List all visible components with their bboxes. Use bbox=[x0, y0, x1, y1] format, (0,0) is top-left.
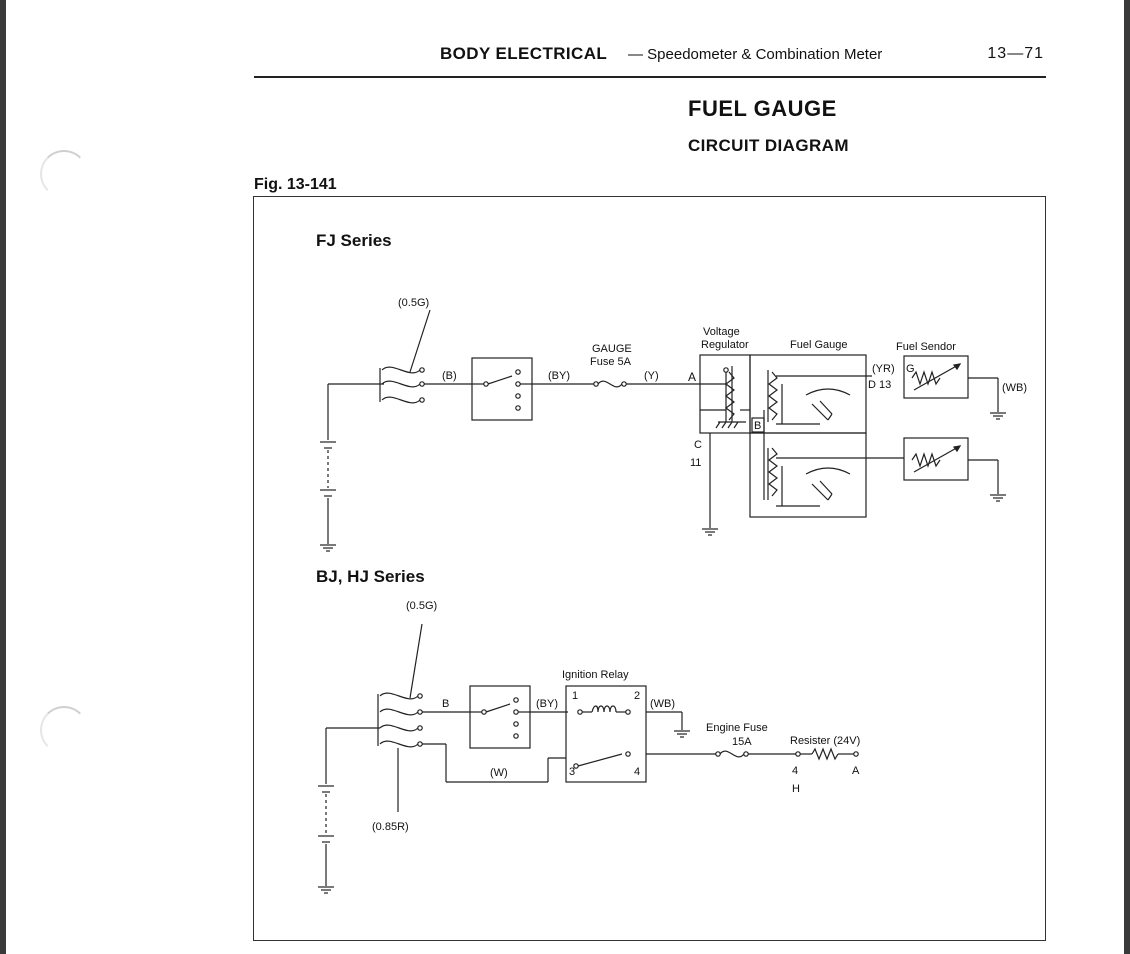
fj-label-voltage: Voltage bbox=[703, 326, 740, 338]
fj-label-05g: (0.5G) bbox=[398, 297, 429, 309]
bj-label-b: B bbox=[442, 698, 449, 710]
bj-relay-4: 4 bbox=[634, 766, 640, 778]
fj-term-11: 11 bbox=[690, 457, 701, 469]
fj-voltage-regulator bbox=[699, 354, 751, 434]
fj-label-yr: (YR) bbox=[872, 363, 895, 375]
fj-label-y: (Y) bbox=[644, 370, 659, 382]
binder-hole bbox=[40, 150, 88, 198]
bj-relay-2: 2 bbox=[634, 690, 640, 702]
bj-ground-battery bbox=[318, 886, 334, 894]
bj-term-4: 4 bbox=[792, 765, 798, 777]
fj-label-fuse5a: Fuse 5A bbox=[590, 356, 632, 368]
fj-ground-battery bbox=[320, 544, 336, 552]
fj-label-fuel-sendor: Fuel Sendor bbox=[896, 341, 956, 353]
bj-label-ignition-relay: Ignition Relay bbox=[562, 669, 629, 681]
page-title: FUEL GAUGE bbox=[688, 96, 837, 121]
fj-label-gauge: GAUGE bbox=[592, 343, 632, 355]
diagram-frame bbox=[253, 196, 1046, 941]
bj-battery bbox=[318, 728, 334, 886]
fj-ground-sendor-1 bbox=[990, 412, 1006, 420]
bj-label-engine-fuse: Engine Fuse bbox=[706, 722, 768, 734]
fj-label-fuel-gauge: Fuel Gauge bbox=[790, 339, 847, 351]
page-header: BODY ELECTRICAL — Speedometer & Combinat… bbox=[254, 42, 1046, 78]
bj-label-resister: Resister (24V) bbox=[790, 735, 860, 747]
bj-label-05g: (0.5G) bbox=[406, 600, 437, 612]
page-number: 13—71 bbox=[987, 45, 1044, 62]
bj-relay-1: 1 bbox=[572, 690, 578, 702]
fj-ground-sendor-2 bbox=[990, 494, 1006, 502]
fj-term-g: G bbox=[906, 363, 915, 375]
bj-ignition-relay bbox=[565, 685, 647, 783]
bj-ground-relay bbox=[674, 730, 690, 738]
bj-label-085r: (0.85R) bbox=[372, 821, 409, 833]
fj-term-a: A bbox=[688, 370, 696, 384]
bj-fusible-links bbox=[377, 692, 423, 748]
bj-term-a: A bbox=[852, 765, 860, 777]
fj-label-by: (BY) bbox=[548, 370, 570, 382]
bj-label-wb: (WB) bbox=[650, 698, 675, 710]
bj-label-w: (W) bbox=[490, 767, 508, 779]
figure-label: Fig. 13-141 bbox=[254, 176, 337, 193]
fj-term-d13: D 13 bbox=[868, 379, 891, 391]
fj-term-c: C bbox=[694, 439, 702, 451]
page-subtitle: CIRCUIT DIAGRAM bbox=[688, 136, 849, 155]
fj-label-b: (B) bbox=[442, 370, 457, 382]
header-subsection: — Speedometer & Combination Meter bbox=[628, 46, 883, 63]
bj-ignition-switch bbox=[469, 685, 531, 749]
fj-ignition-switch bbox=[471, 357, 533, 421]
bj-term-h: H bbox=[792, 783, 800, 795]
fj-fuel-gauge-2 bbox=[749, 432, 904, 518]
fj-fuel-sendor-2 bbox=[903, 437, 999, 494]
fj-label-regulator: Regulator bbox=[701, 339, 749, 351]
fj-fuel-gauge-1 bbox=[749, 354, 872, 434]
bj-engine-fuse bbox=[715, 750, 749, 758]
bj-label-15a: 15A bbox=[732, 736, 752, 748]
manual-page bbox=[6, 0, 1124, 954]
bj-relay-3: 3 bbox=[569, 766, 575, 778]
bj-resister bbox=[795, 747, 859, 761]
fj-label-wb: (WB) bbox=[1002, 382, 1027, 394]
header-section: BODY ELECTRICAL bbox=[440, 44, 608, 63]
bj-label-by: (BY) bbox=[536, 698, 558, 710]
binder-hole bbox=[40, 706, 88, 754]
fj-term-b: B bbox=[754, 420, 761, 432]
fj-gauge-fuse bbox=[593, 380, 627, 388]
fj-ground-regulator bbox=[702, 528, 718, 536]
fj-fuel-sendor-1 bbox=[903, 355, 999, 412]
fj-fusible-links bbox=[379, 366, 425, 404]
bj-series-title: BJ, HJ Series bbox=[316, 567, 425, 586]
fj-battery bbox=[320, 384, 336, 544]
fj-series-title: FJ Series bbox=[316, 231, 392, 250]
